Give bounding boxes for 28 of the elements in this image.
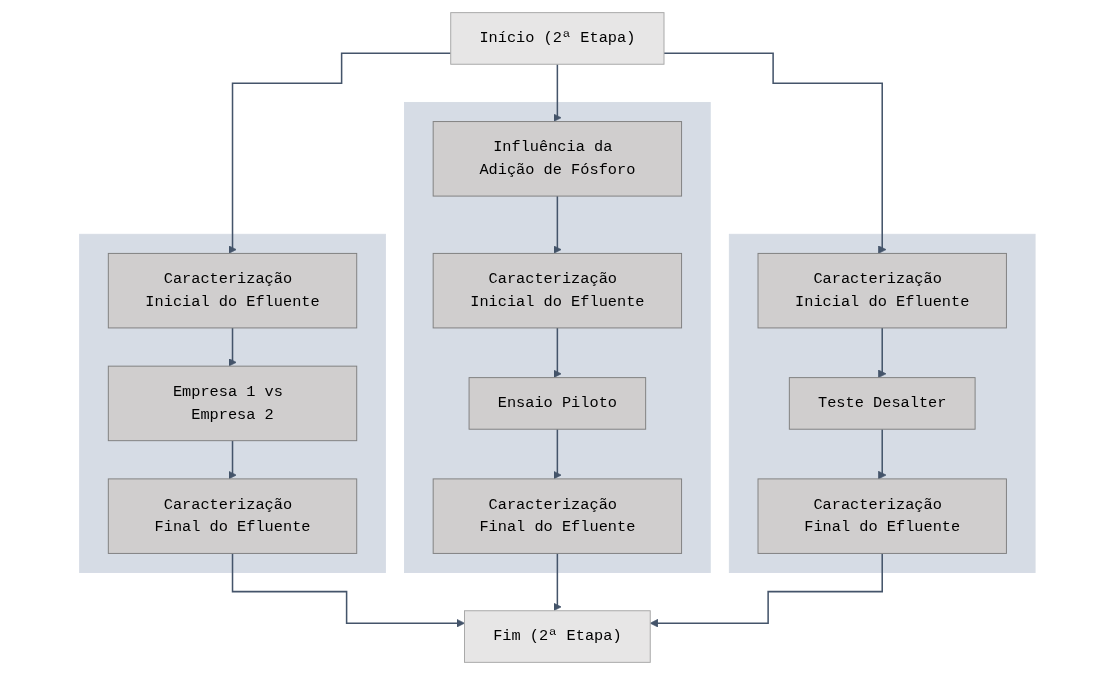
node-box: Caracterização Final do Efluente (432, 478, 682, 554)
arrow (877, 428, 887, 480)
cluster (728, 233, 1036, 573)
arrow (552, 327, 562, 378)
arrow (227, 327, 237, 367)
arrow (227, 52, 452, 254)
arrow (649, 552, 883, 628)
arrow (662, 52, 887, 254)
arrow (227, 439, 237, 480)
arrow (877, 327, 887, 378)
node-box: Caracterização Final do Efluente (107, 478, 357, 554)
arrow (552, 195, 562, 254)
node-box: Ensaio Piloto (468, 377, 646, 430)
node-box: Teste Desalter (788, 377, 976, 430)
cluster (78, 233, 386, 573)
node-box: Caracterização Inicial do Efluente (432, 252, 682, 329)
node-box: Caracterização Inicial do Efluente (757, 252, 1007, 329)
cluster (403, 101, 711, 573)
arrow (552, 63, 562, 122)
node-box: Caracterização Final do Efluente (757, 478, 1007, 554)
node-box: Caracterização Inicial do Efluente (107, 252, 357, 329)
node-box: Fim (2ª Etapa) (463, 610, 651, 663)
arrow (231, 552, 465, 628)
node-box: Início (2ª Etapa) (449, 12, 665, 65)
arrow (552, 428, 562, 480)
arrow (552, 552, 562, 612)
node-box: Empresa 1 vs Empresa 2 (107, 365, 357, 442)
node-box: Influência da Adição de Fósforo (432, 121, 682, 197)
